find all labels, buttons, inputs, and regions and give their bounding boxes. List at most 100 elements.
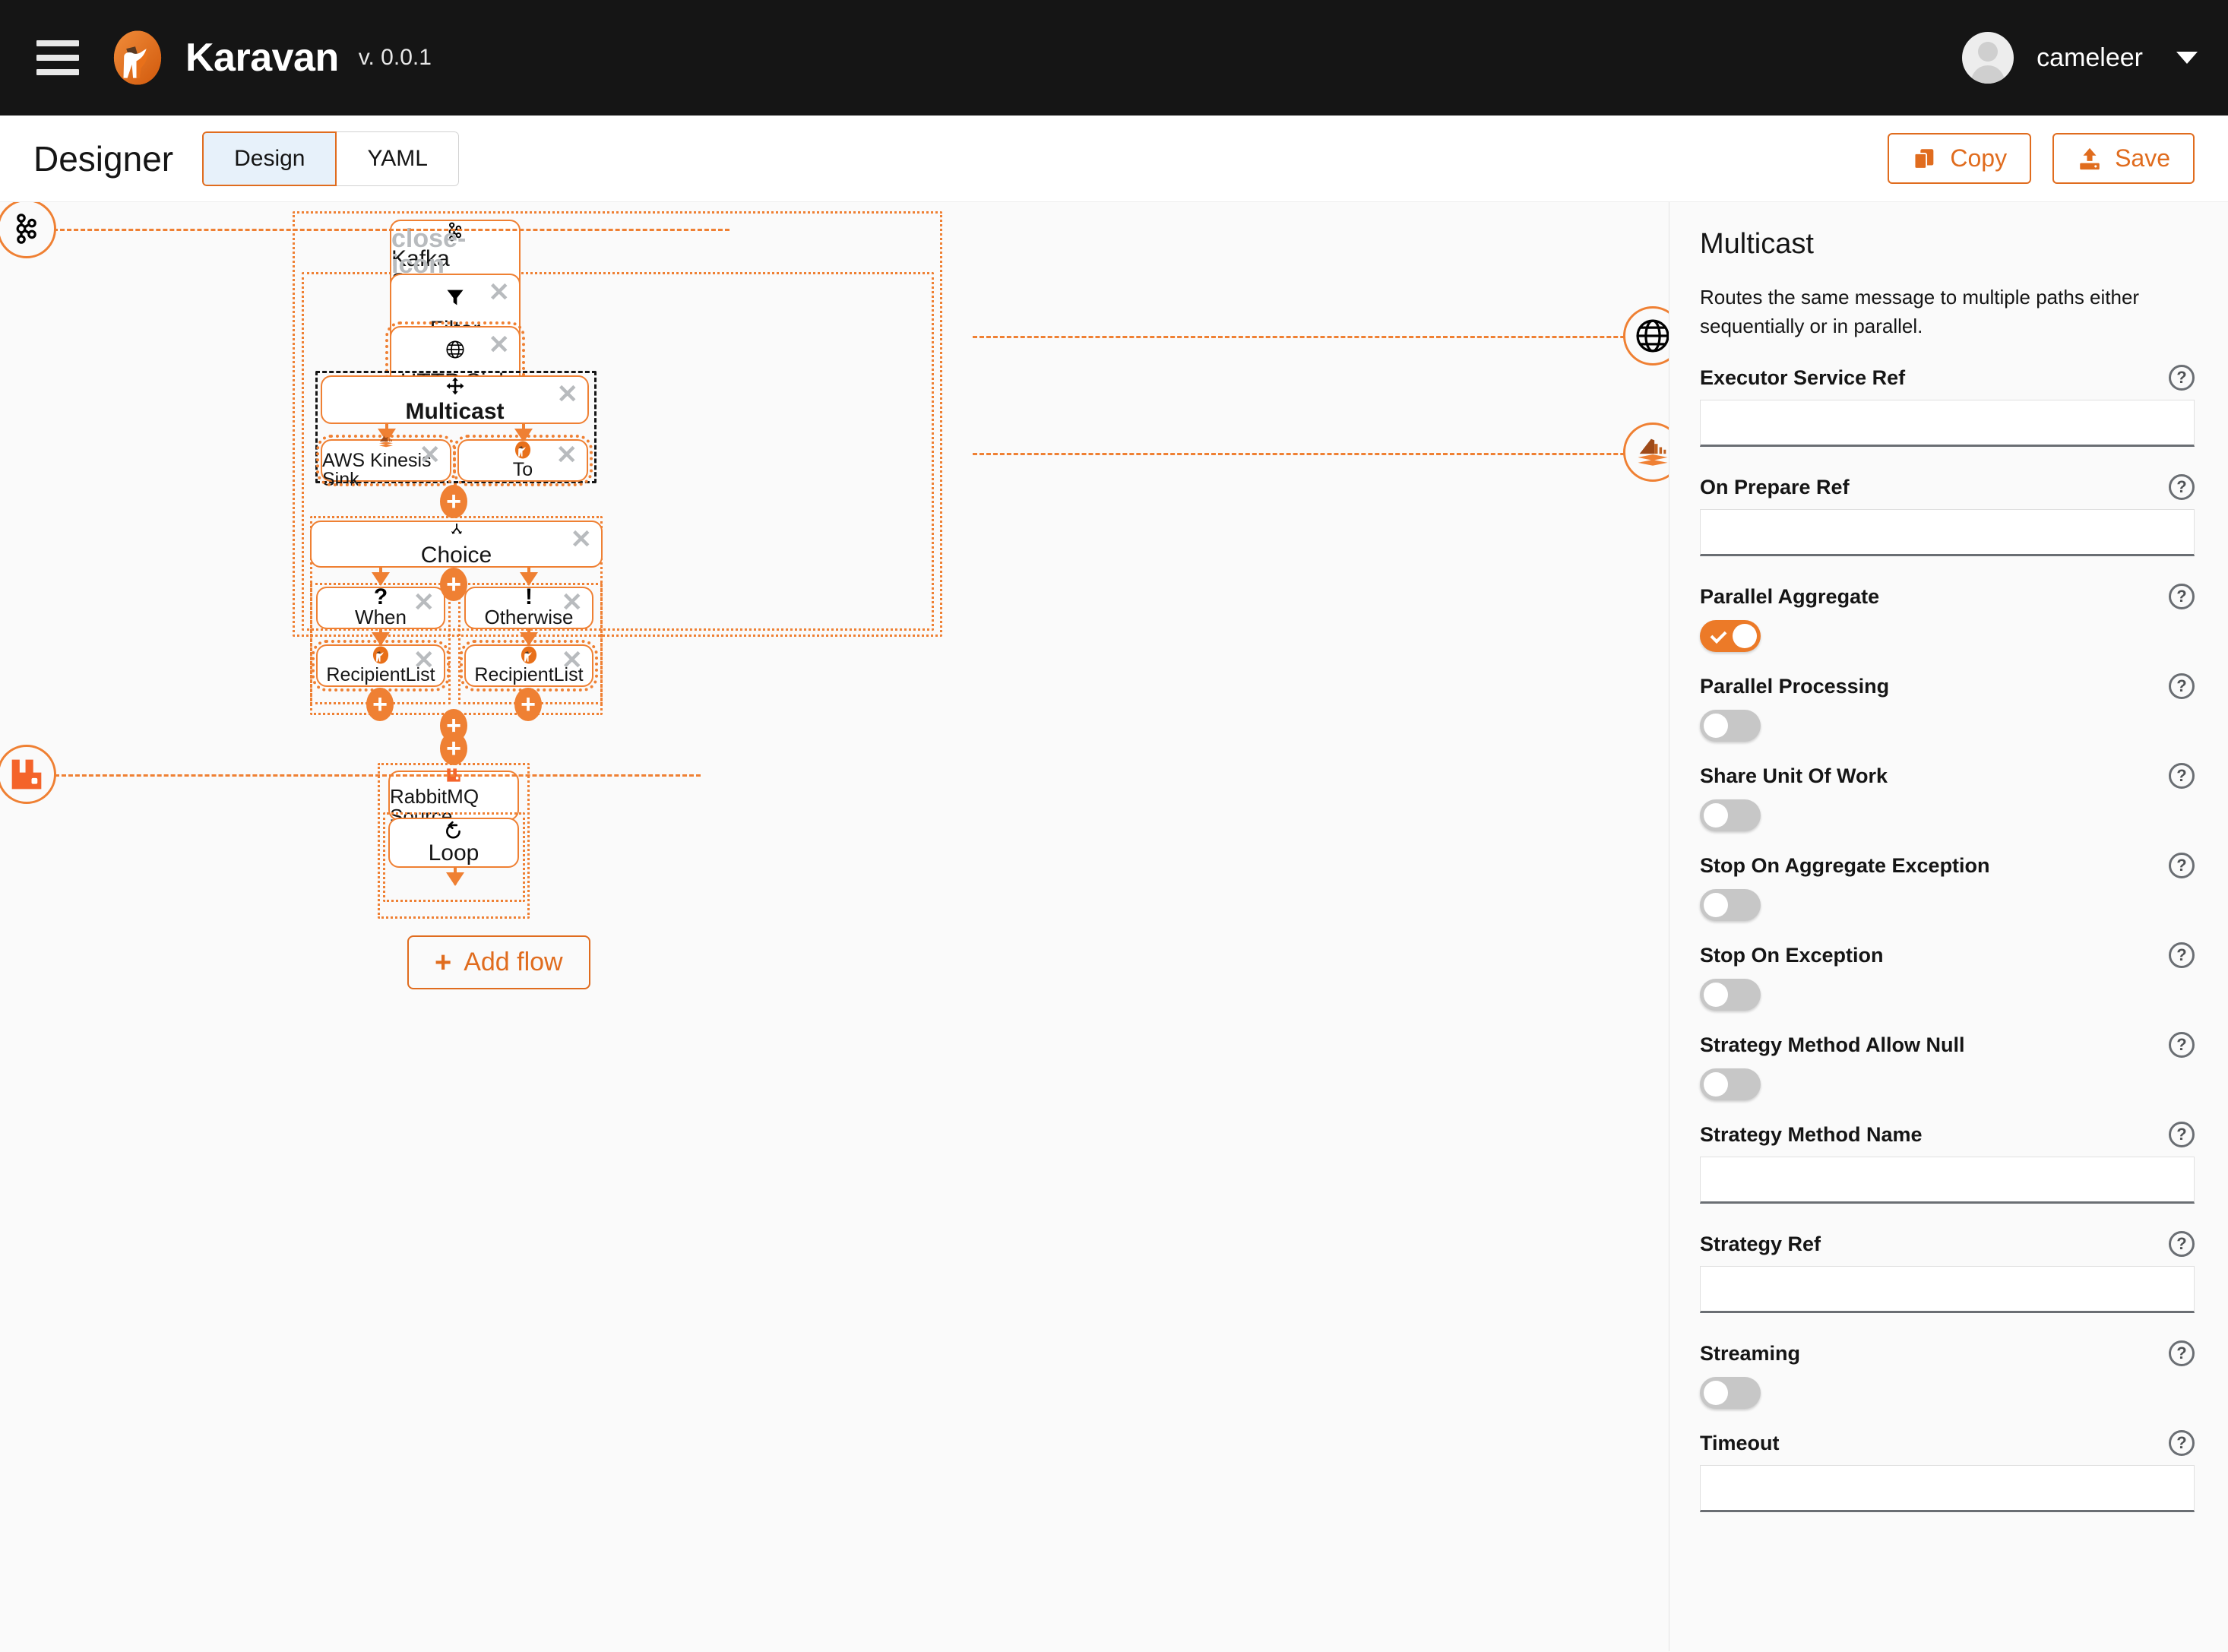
strategy-method-allow-null-toggle[interactable] [1700, 1068, 1761, 1101]
prop-parallel-aggregate: Parallel Aggregate ? [1700, 584, 2195, 653]
question-circle-icon[interactable]: ? [2169, 673, 2195, 700]
strategy-method-name-input[interactable] [1700, 1157, 2195, 1204]
close-icon[interactable]: close-icon [391, 224, 467, 279]
node-aws-kinesis-sink[interactable]: ✕ AWS Kinesis Sink [316, 434, 456, 489]
kafka-badge[interactable] [0, 202, 56, 258]
node-label: AWS Kinesis Sink [322, 449, 432, 490]
kafka-icon [16, 214, 36, 244]
connector-arrow [446, 868, 464, 886]
node-loop[interactable]: Loop [388, 818, 519, 868]
close-icon[interactable]: ✕ [413, 588, 435, 617]
node-when[interactable]: ✕ ? When [316, 586, 445, 629]
loop-arrow-icon [444, 821, 464, 840]
upload-save-icon [2080, 147, 2100, 169]
question-circle-icon[interactable]: ? [2169, 1231, 2195, 1258]
close-icon[interactable]: ✕ [561, 646, 584, 675]
camel-icon [372, 646, 390, 664]
node-multicast[interactable]: ✕ Multicast [321, 375, 589, 424]
close-icon[interactable]: ✕ [419, 441, 441, 470]
prop-label: Stop On Exception [1700, 943, 1884, 967]
close-icon[interactable]: ✕ [570, 525, 593, 554]
parallel-processing-toggle[interactable] [1700, 710, 1761, 742]
save-button[interactable]: Save [2052, 133, 2195, 184]
streaming-toggle[interactable] [1700, 1377, 1761, 1410]
node-recipientlist-otherwise[interactable]: ✕ RecipientList [460, 640, 598, 691]
add-branch-button[interactable]: + [440, 568, 467, 601]
camel-icon [520, 646, 538, 664]
close-icon[interactable]: ✕ [413, 646, 435, 675]
connector-arrow [372, 629, 390, 646]
connector-arrow [520, 629, 538, 646]
plus-icon: + [435, 946, 452, 979]
question-circle-icon[interactable]: ? [2169, 365, 2195, 391]
prop-label: Parallel Processing [1700, 674, 1890, 698]
camel-icon [514, 441, 532, 459]
strategy-ref-input[interactable] [1700, 1266, 2195, 1314]
kinesis-connector-line [973, 453, 1669, 455]
timeout-input[interactable] [1700, 1465, 2195, 1513]
question-circle-icon[interactable]: ? [2169, 1340, 2195, 1367]
properties-description: Routes the same message to multiple path… [1700, 286, 2140, 337]
aws-kinesis-icon [377, 432, 395, 449]
prop-timeout: Timeout ? [1700, 1430, 2195, 1513]
tab-yaml[interactable]: YAML [337, 131, 459, 186]
copy-button[interactable]: Copy [1888, 133, 2032, 184]
node-label: To [512, 459, 533, 480]
question-circle-icon[interactable]: ? [2169, 763, 2195, 790]
node-otherwise[interactable]: ✕ ! Otherwise [464, 586, 593, 629]
share-unit-of-work-toggle[interactable] [1700, 799, 1761, 832]
add-flow-button[interactable]: + Add flow [407, 935, 590, 989]
on-prepare-ref-input[interactable] [1700, 509, 2195, 557]
prop-label: Strategy Method Name [1700, 1122, 1923, 1146]
loop-container [383, 812, 525, 902]
prop-strategy-ref: Strategy Ref ? [1700, 1231, 2195, 1314]
close-icon[interactable]: ✕ [556, 380, 579, 409]
node-choice[interactable]: ✕ Choice [310, 521, 603, 568]
close-icon[interactable]: ✕ [488, 331, 511, 359]
multicast-container [315, 371, 597, 483]
prop-label: Timeout [1700, 1431, 1780, 1454]
node-recipientlist-when[interactable]: ✕ RecipientList [312, 640, 450, 691]
hamburger-icon[interactable] [36, 40, 79, 75]
question-circle-icon[interactable]: ? [2169, 1122, 2195, 1148]
prop-executor-service-ref: Executor Service Ref ? [1700, 365, 2195, 448]
question-circle-icon[interactable]: ? [2169, 942, 2195, 969]
question-circle-icon[interactable]: ? [2169, 853, 2195, 879]
parallel-aggregate-toggle[interactable] [1700, 620, 1761, 653]
add-step-button[interactable]: + [366, 688, 394, 721]
user-menu[interactable]: cameleer [1962, 32, 2198, 84]
prop-stop-on-aggregate-exception: Stop On Aggregate Exception ? [1700, 853, 2195, 922]
tab-design[interactable]: Design [202, 131, 337, 186]
question-circle-icon[interactable]: ? [2169, 474, 2195, 501]
properties-panel: Multicast Routes the same message to mul… [1669, 202, 2228, 1651]
executor-service-ref-input[interactable] [1700, 400, 2195, 448]
close-icon[interactable]: ✕ [561, 588, 584, 617]
node-label: Multicast [405, 399, 505, 424]
aws-kinesis-icon [1638, 438, 1668, 466]
prop-parallel-processing: Parallel Processing ? [1700, 673, 2195, 742]
chevron-down-icon[interactable] [2176, 52, 2198, 64]
node-to[interactable]: ✕ To [453, 435, 593, 486]
rabbitmq-badge[interactable] [0, 745, 56, 804]
question-circle-icon[interactable]: ? [2169, 584, 2195, 610]
close-icon[interactable]: ✕ [555, 441, 578, 470]
flow-canvas[interactable]: close-icon Kafka Source ✕ Filter ✕ [0, 202, 1669, 1651]
stop-on-aggregate-exception-toggle[interactable] [1700, 889, 1761, 922]
prop-on-prepare-ref: On Prepare Ref ? [1700, 474, 2195, 557]
add-step-button[interactable]: + [440, 732, 467, 765]
globe-icon [445, 333, 466, 366]
stop-on-exception-toggle[interactable] [1700, 979, 1761, 1011]
branch-icon [448, 521, 466, 540]
app-version: v. 0.0.1 [358, 45, 432, 70]
add-step-button[interactable]: + [514, 688, 542, 721]
question-circle-icon[interactable]: ? [2169, 1032, 2195, 1059]
http-badge[interactable] [1623, 306, 1669, 366]
flow-steps-container-1 [302, 272, 934, 631]
aws-kinesis-badge[interactable] [1623, 422, 1669, 482]
question-circle-icon[interactable]: ? [2169, 1430, 2195, 1457]
prop-label: On Prepare Ref [1700, 475, 1850, 498]
add-step-button[interactable]: + [440, 485, 467, 518]
prop-strategy-method-name: Strategy Method Name ? [1700, 1122, 2195, 1204]
prop-label: Share Unit Of Work [1700, 764, 1888, 787]
close-icon[interactable]: ✕ [488, 278, 511, 307]
